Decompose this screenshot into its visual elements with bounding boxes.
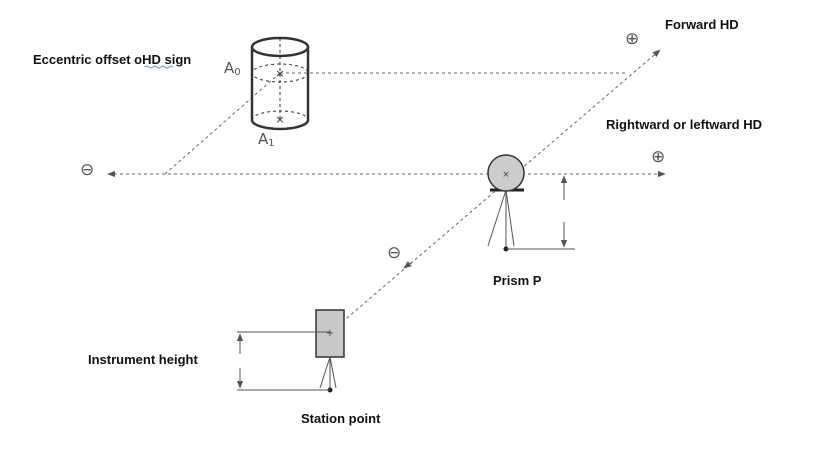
plus-sign-right: ⊕ [651,147,665,167]
instrument: + [237,309,345,393]
prism: × [487,154,575,252]
label-a0: A0 [224,59,241,78]
minus-sign-backward: ⊖ [387,243,401,263]
svg-text:+: + [326,328,334,339]
offset-line [164,72,281,175]
svg-text:×: × [502,170,510,180]
label-rightward-hd: Rightward or leftward HD [606,117,762,132]
label-eccentric-offset: Eccentric offset oHD sign [33,52,191,67]
svg-text:×: × [275,113,284,126]
label-a1: A1 [258,130,275,149]
cylinder-target: × × [250,36,310,131]
svg-text:×: × [275,67,284,80]
plus-sign-forward: ⊕ [625,29,639,49]
label-forward-hd: Forward HD [665,17,739,32]
label-ohd-word: oHD [134,52,161,67]
minus-sign-left: ⊖ [80,160,94,180]
label-station-point: Station point [301,411,381,426]
label-prism-p: Prism P [493,273,542,288]
label-instrument-height: Instrument height [88,352,198,367]
backward-arrow [403,261,413,269]
spellcheck-squiggle [144,65,174,69]
